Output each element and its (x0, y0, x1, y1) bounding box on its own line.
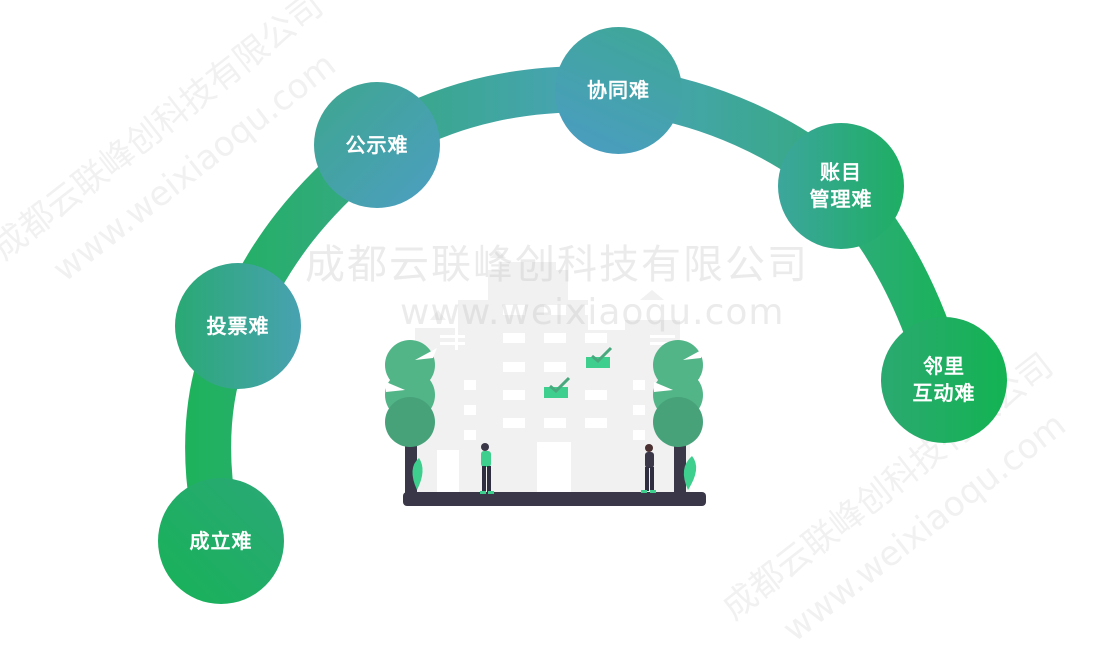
tree-right (653, 340, 705, 494)
node-neighbors-label-line2: 互动难 (912, 381, 976, 405)
city-illustration (185, 66, 967, 546)
node-vote: 投票难 (175, 263, 301, 389)
building-windows (437, 305, 675, 492)
node-collaboration: 协同难 (555, 27, 682, 154)
node-establish: 成立难 (158, 478, 284, 604)
person-left (480, 443, 494, 494)
node-neighbors-label-line1: 邻里 (923, 354, 965, 378)
node-vote-label: 投票难 (206, 313, 270, 338)
node-neighbors: 邻里 互动难 (881, 317, 1007, 443)
person-right (641, 444, 656, 493)
diagram-canvas: 成都云联峰创科技有限公司 www.weixiaoqu.com 成都云联峰创科技有… (0, 0, 1073, 650)
node-publicity: 公示难 (314, 82, 440, 208)
node-accounts-label-line1: 账目 (820, 160, 862, 184)
node-accounts: 账目 管理难 (778, 123, 904, 249)
checkmark-boxes (544, 346, 613, 398)
node-collaboration-label: 协同难 (587, 78, 650, 102)
node-accounts-label-line2: 管理难 (809, 187, 873, 211)
node-establish-label: 成立难 (189, 528, 253, 553)
node-publicity-label: 公示难 (345, 132, 409, 157)
ground (403, 492, 706, 506)
tree-left (385, 340, 437, 494)
